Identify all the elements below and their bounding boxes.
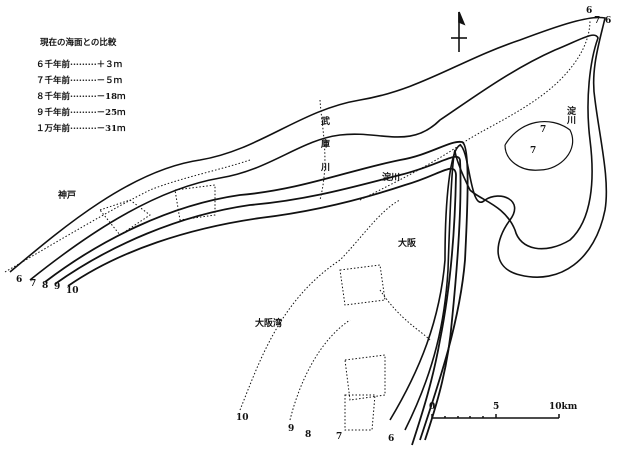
line-label: 10: [66, 286, 79, 296]
coastline-9000: [54, 155, 462, 441]
line-label: 6: [16, 275, 23, 285]
coastline-6000: [9, 16, 608, 421]
line-label: 6: [586, 6, 593, 16]
coast-dotted-south2: [289, 319, 351, 421]
coast-dotted-north: [459, 19, 591, 146]
river-label-mukogawa: 武庫川: [319, 116, 329, 185]
line-label: 7: [594, 16, 601, 26]
scale-tick-0: 0: [429, 402, 436, 412]
place-kobe: 神戸: [58, 191, 77, 201]
urban-outline-2: [174, 184, 216, 221]
legend: 現在の海面との比較 ６千年前·········＋３ｍ ７千年前·········…: [36, 36, 126, 138]
line-label: 10: [236, 413, 249, 423]
urban-outline-1: [99, 199, 151, 236]
dotted-coast-east: [379, 289, 431, 341]
coast-dotted-west: [4, 159, 251, 273]
coastline-10000: [67, 167, 457, 446]
legend-row: １万年前·········－31ｍ: [36, 124, 126, 134]
urban-outline-4: [344, 354, 386, 401]
coastline-7000: [29, 34, 599, 431]
line-label: 9: [54, 282, 61, 292]
coastline-8000: [44, 141, 469, 441]
urban-outline-3: [339, 264, 386, 306]
scale-bar: [431, 414, 560, 419]
line-label: 7: [530, 146, 537, 156]
line-label: 7: [540, 125, 547, 135]
legend-row: ６千年前·········＋３ｍ: [36, 60, 123, 70]
scale-tick-5: 5: [493, 402, 500, 412]
urban-outline-5: [344, 394, 376, 431]
line-label: 6: [388, 434, 395, 444]
coast-dotted-south: [239, 199, 401, 411]
legend-row: ７千年前·········－５ｍ: [36, 76, 123, 86]
legend-title: 現在の海面との比較: [40, 38, 117, 48]
line-label: 7: [336, 432, 343, 442]
river-mukogawa: [319, 99, 326, 201]
river-label-yodogawa: 淀川: [382, 173, 401, 183]
line-label: 6: [605, 16, 612, 26]
legend-row: ９千年前·········－25ｍ: [36, 108, 126, 118]
line-label: 7: [30, 279, 37, 289]
place-osaka-bay: 大阪湾: [255, 319, 283, 329]
place-osaka: 大阪: [398, 239, 417, 249]
lake-7000: [504, 121, 574, 171]
line-label: 8: [305, 430, 312, 440]
line-label: 9: [288, 424, 295, 434]
river-yodogawa: [359, 144, 461, 201]
line-label: 8: [42, 281, 49, 291]
legend-row: ８千年前·········－18ｍ: [36, 92, 126, 102]
north-arrow-icon: [451, 11, 467, 52]
scale-tick-10km: 10km: [549, 402, 578, 412]
river-label-yodogawa-2: 淀川: [565, 106, 575, 124]
